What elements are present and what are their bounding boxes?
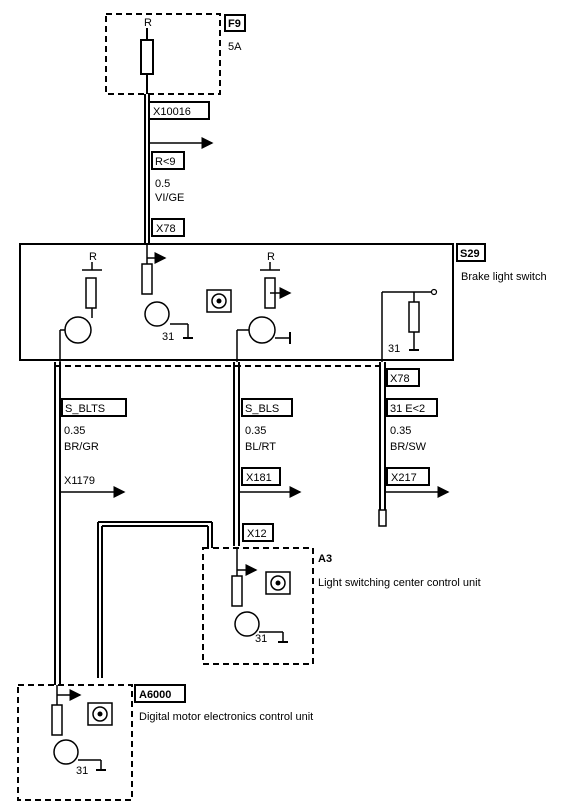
fuse-terminal-label: R	[144, 17, 152, 29]
a3-to-a6000-wire[interactable]	[97, 521, 213, 678]
wire-middle-code-box	[241, 398, 293, 417]
wire-code-box	[151, 151, 185, 170]
switch-resistor-left	[85, 277, 97, 309]
brake-light-switch[interactable]: R 31 R	[19, 243, 454, 362]
fuse-rating: 5A	[228, 41, 242, 53]
connector-x181-box	[241, 467, 281, 486]
switch-ground-1: 31	[162, 331, 174, 343]
a3-id: A3	[318, 553, 332, 565]
connector-x78-bottom-box	[386, 368, 420, 387]
top-wire-size: 0.5	[155, 178, 170, 190]
fuse-element	[140, 39, 154, 75]
connector-x10016-box	[148, 101, 210, 120]
a6000-transistor	[53, 739, 79, 765]
a3-control-unit[interactable]: 31	[202, 547, 314, 665]
connector-x181: X181	[246, 472, 272, 484]
fuse-id: F9	[228, 18, 241, 30]
wire-left-code-box	[61, 398, 127, 417]
connector-x78-bottom: X78	[390, 373, 410, 385]
wire-right-size: 0.35	[390, 425, 411, 437]
switch-ground-3: 31	[388, 343, 400, 355]
wire-middle-size: 0.35	[245, 425, 266, 437]
switch-id-box	[456, 243, 486, 262]
transistor-left	[64, 316, 92, 344]
fuse-f9[interactable]: R F9 5A	[105, 13, 246, 95]
connector-x12-box	[242, 523, 274, 542]
wire-s-blts[interactable]	[54, 362, 61, 685]
wire-right-code: 31 E<2	[390, 403, 425, 415]
wire-middle-code: S_BLS	[245, 403, 279, 415]
a6000-ground: 31	[76, 765, 88, 777]
a6000-control-unit[interactable]: 31	[17, 684, 133, 801]
connector-x78-top: X78	[156, 223, 176, 235]
fuse-id-box	[224, 14, 246, 32]
connector-x12: X12	[247, 528, 267, 540]
a3-resistor	[231, 575, 243, 607]
wire-right-code-box	[386, 398, 438, 417]
switch-resistor-ground	[408, 301, 420, 333]
a3-name: Light switching center control unit	[318, 577, 481, 589]
transistor-middle	[144, 301, 170, 327]
switch-r1-label: R	[89, 251, 97, 263]
switch-resistor-middle	[141, 263, 153, 295]
switch-name: Brake light switch	[461, 271, 547, 283]
a6000-id-box	[134, 684, 186, 703]
a6000-name: Digital motor electronics control unit	[139, 711, 313, 723]
wire-right-color: BR/SW	[390, 441, 427, 453]
connector-x217: X217	[391, 472, 417, 484]
connector-x78-top-box	[151, 218, 185, 237]
connector-x217-box	[386, 467, 430, 486]
wire-left-size: 0.35	[64, 425, 85, 437]
connector-x10016: X10016	[153, 106, 191, 118]
wire-s-bls[interactable]	[233, 362, 240, 546]
switch-id: S29	[460, 248, 480, 260]
top-wire-code: R<9	[155, 156, 176, 168]
wire-left-code: S_BLTS	[65, 403, 105, 415]
connector-x1179: X1179	[64, 475, 95, 487]
transistor-right	[248, 316, 276, 344]
wire-31-e2[interactable]	[379, 362, 386, 510]
wire-middle-color: BL/RT	[245, 441, 276, 453]
a6000-id: A6000	[139, 689, 171, 701]
a3-ground: 31	[255, 633, 267, 645]
a6000-resistor	[51, 704, 63, 736]
switch-r2-label: R	[267, 251, 275, 263]
a3-transistor	[234, 611, 260, 637]
wire-left-color: BR/GR	[64, 441, 99, 453]
top-wire-color: VI/GE	[155, 192, 184, 204]
wire-end-cap	[378, 509, 387, 527]
